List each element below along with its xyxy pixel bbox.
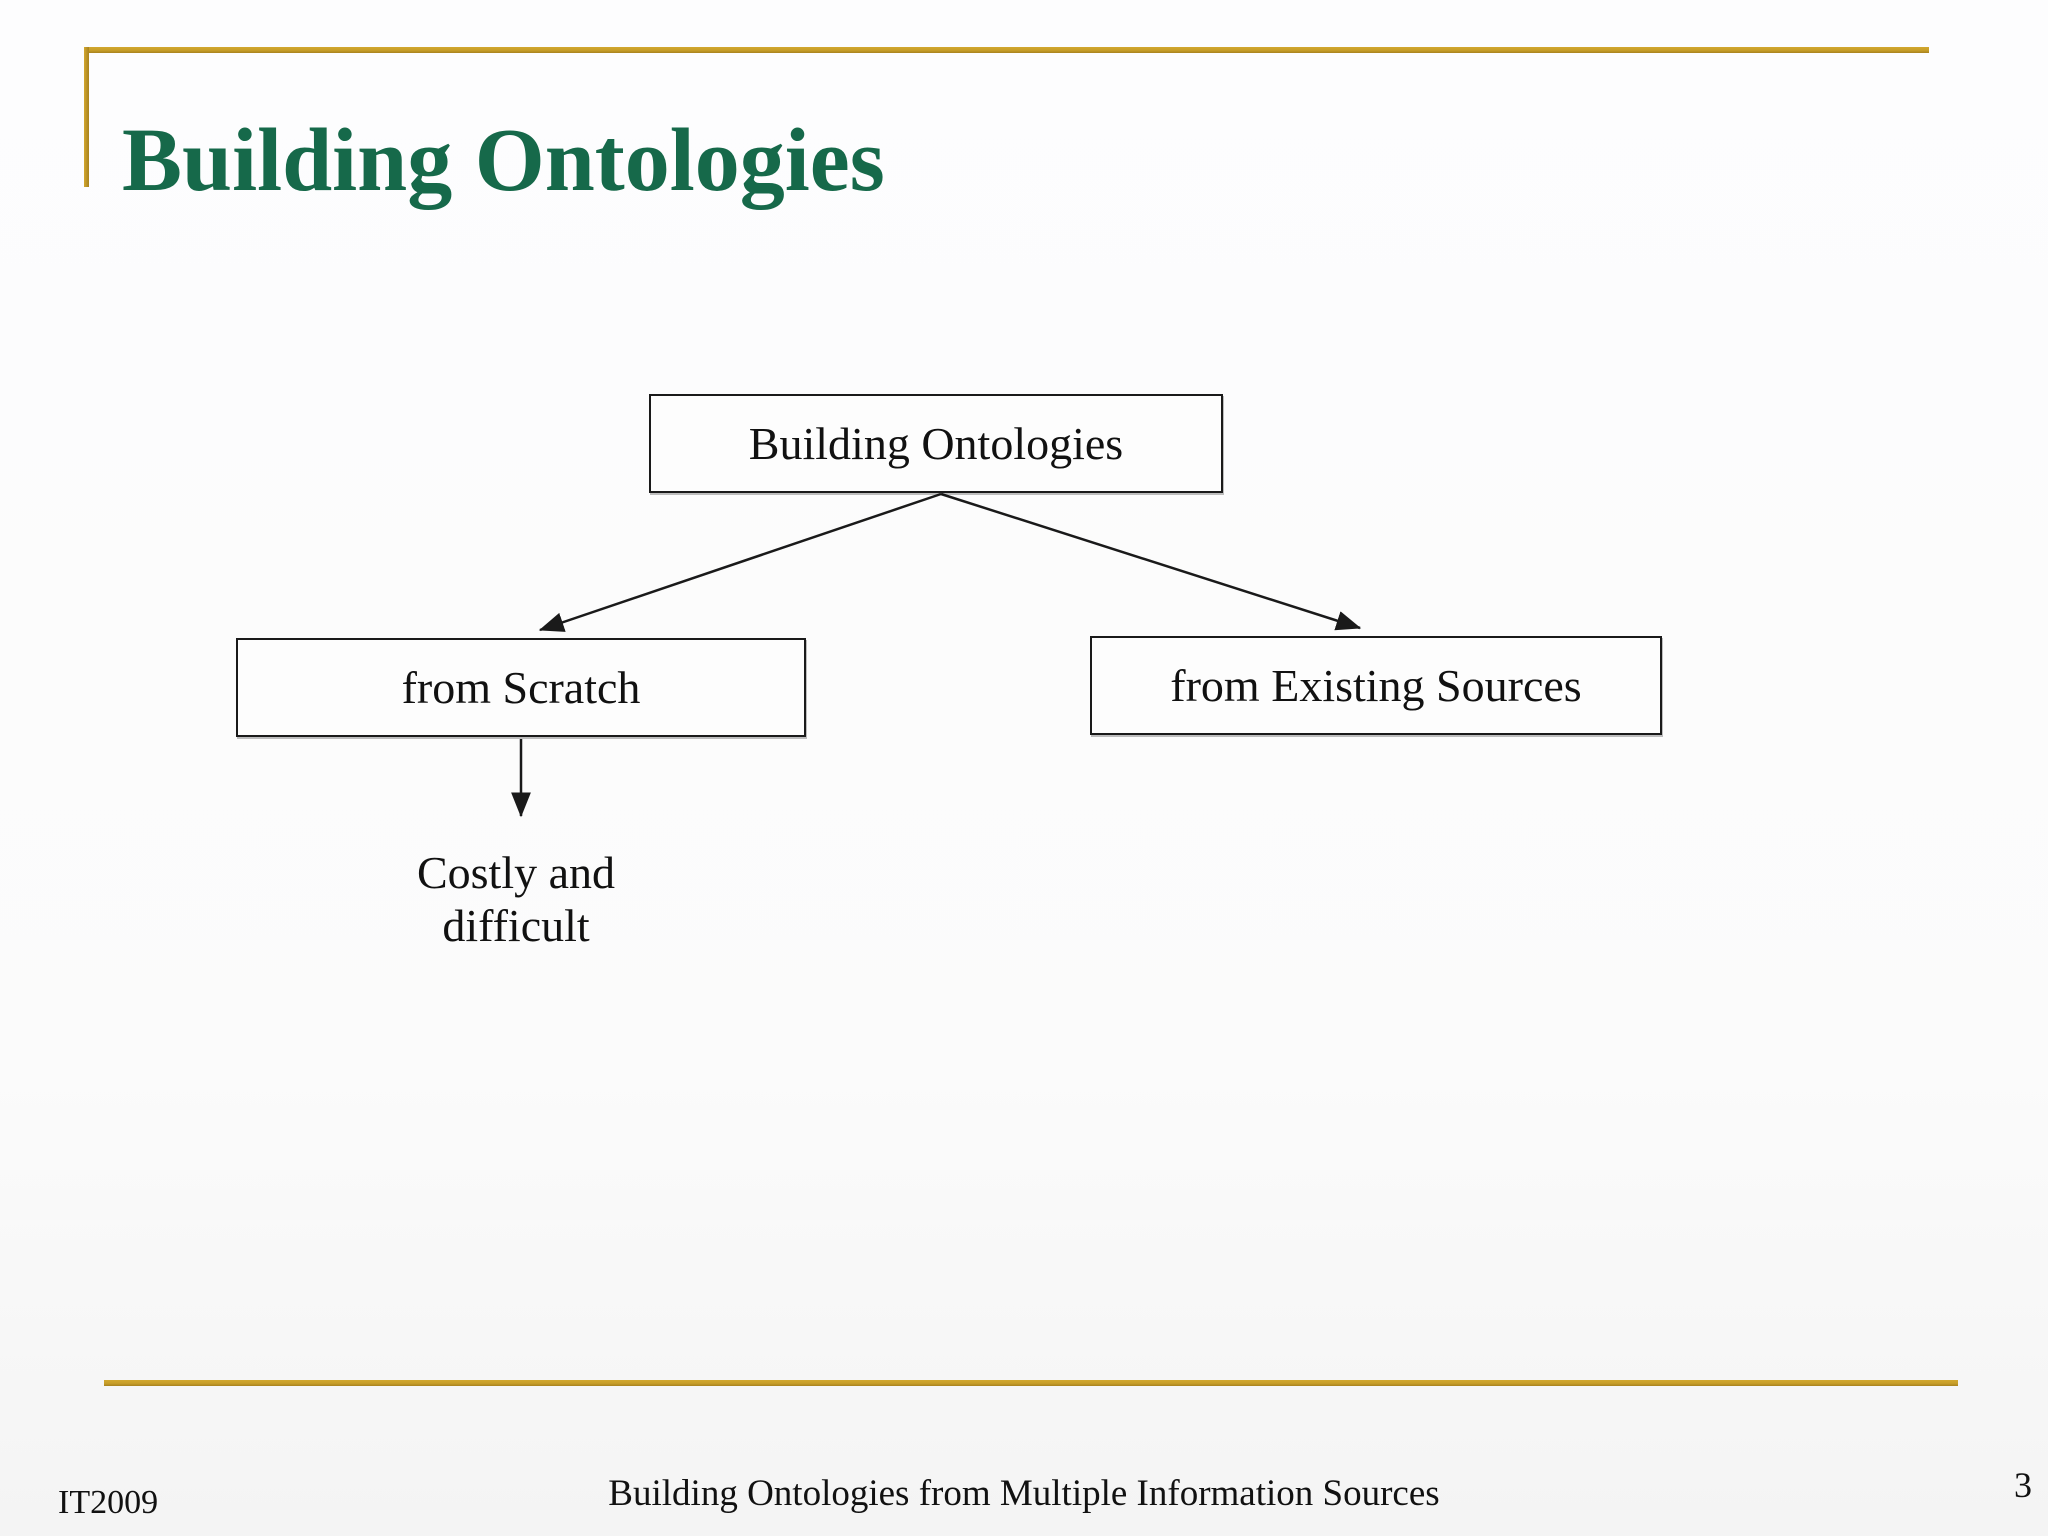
footer-caption: Building Ontologies from Multiple Inform… [608,1473,1440,1514]
node-from-scratch-label: from Scratch [401,662,641,713]
node-from-scratch: from Scratch [236,638,806,737]
node-building-ontologies-label: Building Ontologies [748,418,1124,469]
note-costly-and-difficult: Costly and difficult [381,846,651,953]
header-accent-line-left [84,47,89,187]
footer-accent-line [104,1380,1958,1386]
node-from-existing-sources: from Existing Sources [1090,636,1662,735]
footer-course-code: IT2009 [58,1484,159,1521]
arrow-root-to-right [940,492,1362,631]
footer-page-number: 3 [2014,1465,2032,1505]
note-line-1: Costly and [416,847,616,898]
node-building-ontologies: Building Ontologies [649,394,1223,493]
note-line-2: difficult [442,900,590,952]
page-title: Building Ontologies [122,111,885,211]
arrow-root-to-left [538,492,942,632]
header-accent-line-top [84,47,1929,53]
node-from-existing-sources-label: from Existing Sources [1170,660,1582,711]
